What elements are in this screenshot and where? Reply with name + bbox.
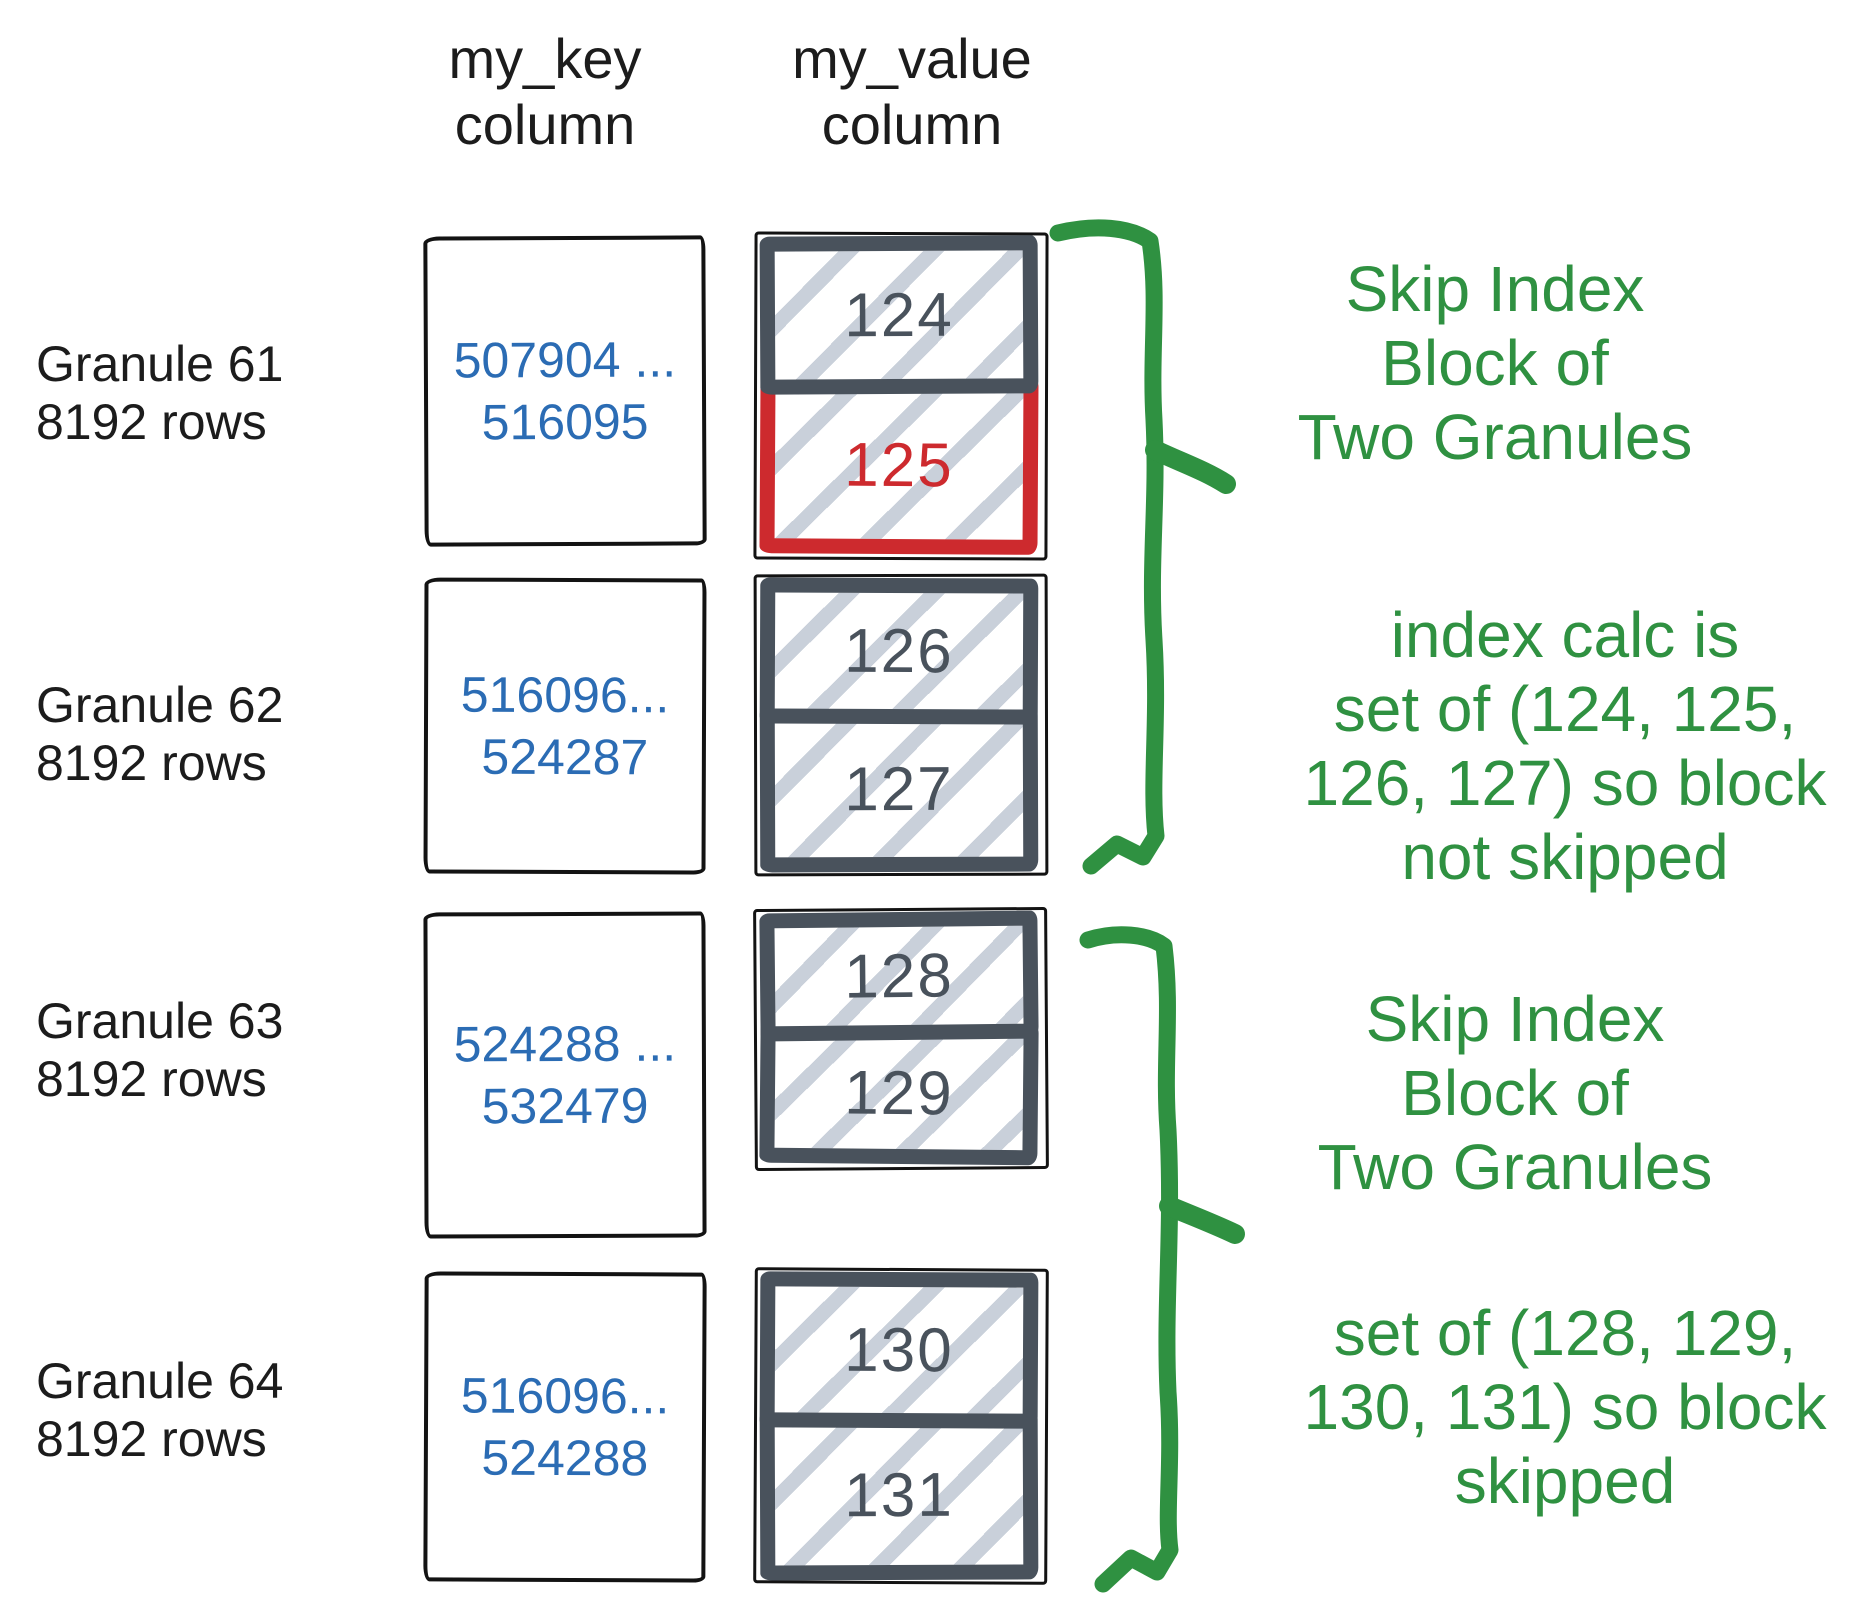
value-column-header-line2: column	[821, 93, 1003, 156]
value-block-130: 130	[759, 1271, 1039, 1429]
granule-label-64: Granule 64 8192 rows	[36, 1352, 346, 1468]
granule-name: Granule 63	[36, 993, 284, 1049]
value-column-header-line1: my_value	[792, 27, 1032, 90]
granule-name: Granule 61	[36, 336, 284, 392]
value-block-label: 128	[843, 940, 955, 1012]
curly-brace-block-1	[1049, 219, 1165, 875]
key-column-header: my_key column	[395, 26, 695, 158]
value-block-124: 124	[759, 235, 1039, 395]
key-column-header-line1: my_key	[448, 27, 642, 90]
curly-brace-block-2	[1079, 926, 1179, 1593]
annotation-skip-block-1: Skip Index Block of Two Granules	[1297, 253, 1693, 473]
granule-label-62: Granule 62 8192 rows	[36, 676, 346, 792]
value-column-header: my_value column	[762, 26, 1062, 158]
granule-rowcount: 8192 rows	[36, 394, 267, 450]
granule-label-63: Granule 63 8192 rows	[36, 992, 346, 1108]
granule-rowcount: 8192 rows	[36, 1411, 267, 1467]
granule-label-61: Granule 61 8192 rows	[36, 335, 346, 451]
value-block-126: 126	[759, 577, 1039, 725]
granule-name: Granule 62	[36, 677, 284, 733]
annotation-index-calc-1: index calc is set of (124, 125, 126, 127…	[1303, 599, 1827, 893]
curly-brace-block-2-cusp	[1159, 1196, 1245, 1244]
annotation-skip-block-2: Skip Index Block of Two Granules	[1317, 983, 1713, 1203]
value-block-125-highlighted: 125	[759, 375, 1039, 555]
value-block-label: 125	[844, 430, 954, 500]
value-block-label: 127	[844, 754, 954, 824]
value-block-129: 129	[759, 1020, 1039, 1166]
value-block-label: 130	[844, 1315, 954, 1385]
key-column-header-line2: column	[454, 93, 636, 156]
value-block-label: 126	[844, 616, 954, 686]
granule-rowcount: 8192 rows	[36, 1051, 267, 1107]
value-block-label: 124	[844, 280, 954, 350]
value-block-label: 129	[843, 1057, 955, 1129]
curly-brace-block-1-cusp	[1145, 440, 1236, 494]
granule-rowcount: 8192 rows	[36, 735, 267, 791]
granule-name: Granule 64	[36, 1353, 284, 1409]
value-block-label: 131	[844, 1460, 954, 1530]
value-block-127: 127	[759, 705, 1039, 873]
value-block-128: 128	[759, 910, 1039, 1042]
value-block-131: 131	[759, 1409, 1039, 1581]
annotation-index-calc-2: set of (128, 129, 130, 131) so block ski…	[1303, 1297, 1827, 1517]
